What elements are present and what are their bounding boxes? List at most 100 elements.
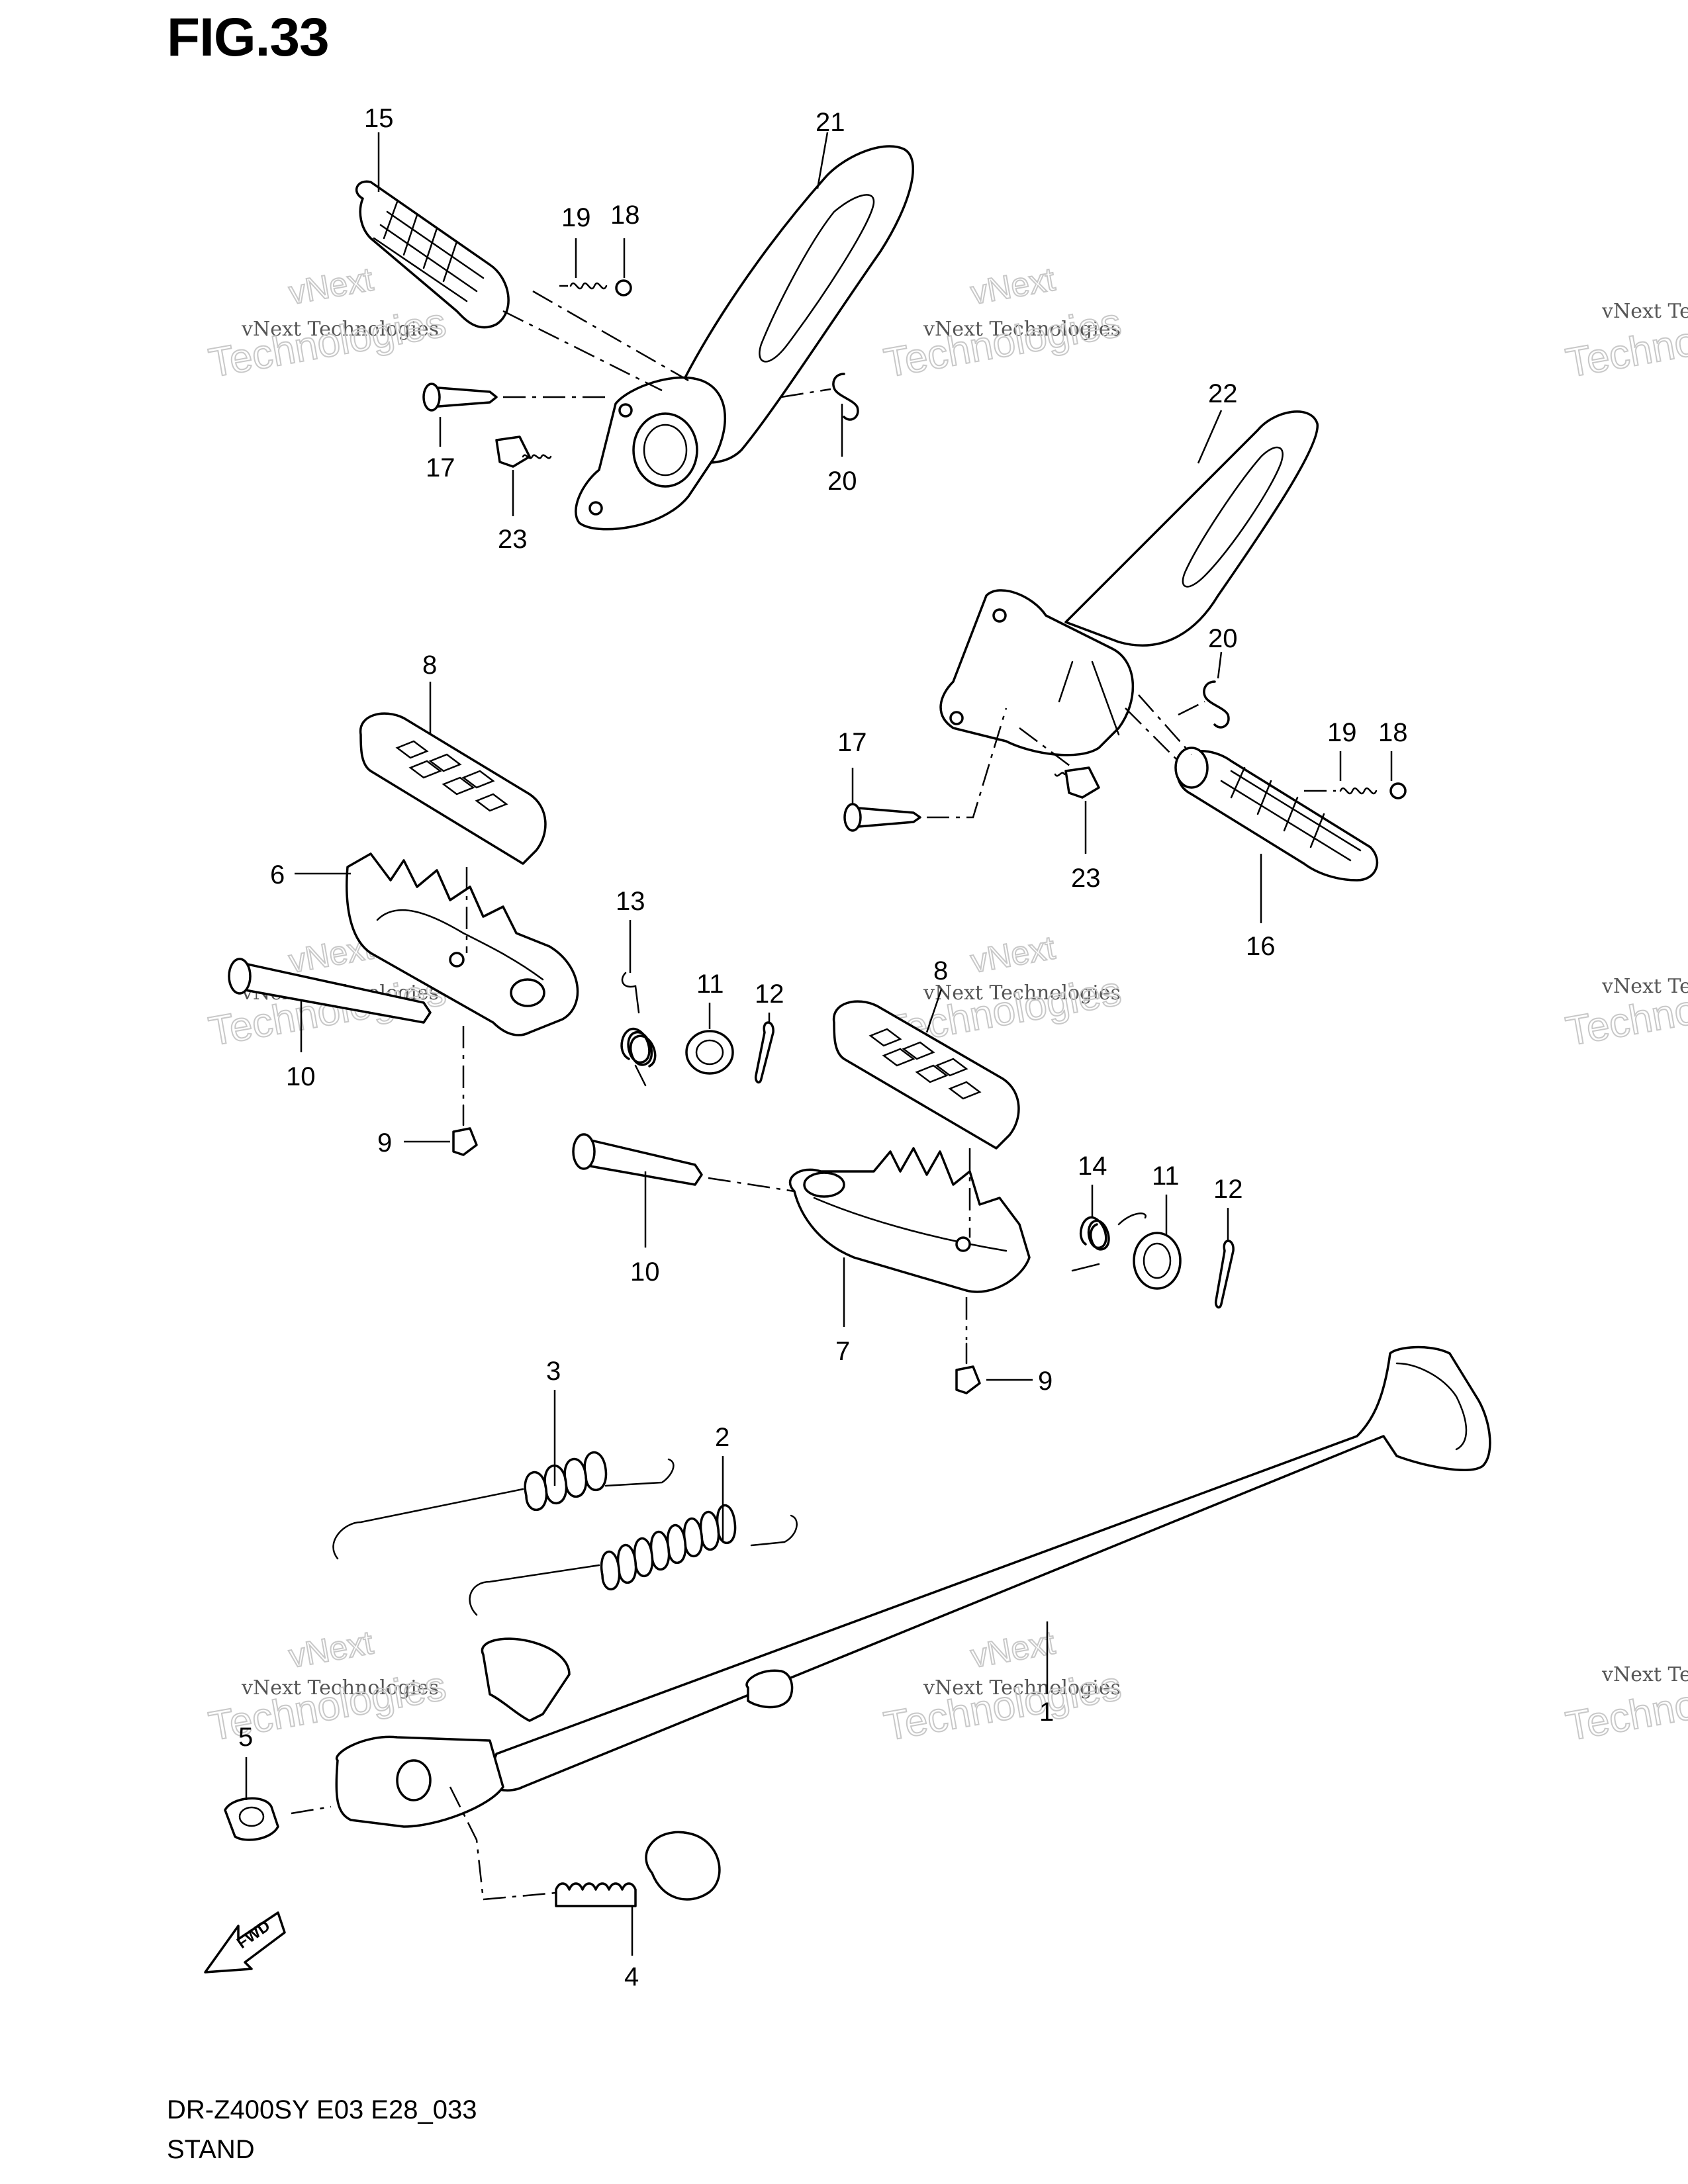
stand-tang [481,1637,571,1722]
leader-22 [1197,410,1223,464]
watermark-text: vNext Technologies [923,1676,1121,1700]
callout-12: 12 [755,979,784,1009]
footrest-grip-pattern [1220,766,1362,862]
return-spring-13-arm [621,972,640,1014]
callout-16: 16 [1246,932,1276,961]
callout-18: 18 [1378,718,1408,747]
rubber-block-pattern [868,1028,982,1100]
pillion-footrest-15 [355,180,510,329]
callout-14: 14 [1078,1152,1107,1181]
stand-spring-2-hooks [469,1514,798,1616]
assembly-line [708,1177,795,1193]
washer-11 [685,1030,734,1075]
footrest-spine [376,909,544,981]
footrest-pivot-eye [803,1171,845,1198]
callout-13: 13 [616,887,645,916]
bolt-23-thread [522,454,552,459]
footrest-hole [449,952,465,968]
callout-15: 15 [364,104,394,133]
pillion-bracket-22 [1064,410,1319,647]
assembly-line [291,1805,332,1815]
rider-footrest-7 [788,1147,1031,1293]
callout-10: 10 [630,1257,660,1287]
pillion-footrest-right-assembly [843,410,1407,882]
detent-ball-18 [1389,782,1407,799]
figure-title: FIG.33 [167,7,330,68]
pillion-footrest-left-assembly [355,145,914,531]
footrest-pivot-eye [510,978,545,1007]
e-clip-20 [832,373,859,421]
stand-bolt-4-head [645,1831,721,1901]
callout-1: 1 [1039,1698,1054,1727]
stand-spring-3 [524,1451,608,1512]
callout-20: 20 [1208,624,1238,653]
callout-8: 8 [422,651,437,680]
callout-10: 10 [286,1062,316,1091]
pivot-hole [396,1759,432,1801]
callout-23: 23 [498,525,528,554]
watermark-logo-text: Technologies [880,300,1124,387]
watermark-text: vNext Technologies [1601,1663,1688,1686]
pillion-bracket-21 [661,145,914,464]
watermark-text: vNext Technologies [923,318,1121,341]
section-name: STAND [167,2135,255,2164]
bracket-bore-inner [643,424,688,477]
return-spring-14-arm [1071,1212,1147,1272]
assembly-line [1125,707,1179,762]
watermark-group: vNext Technologies Technologies vNext vN… [205,259,1688,1750]
nut-5-hole [238,1806,265,1827]
callout-6: 6 [270,860,285,889]
spring-hook-boss [745,1669,794,1709]
washer-11-hole [1143,1242,1172,1279]
footrest-grip-pattern [373,201,485,302]
watermark-logo-text: vNext [286,1623,376,1674]
callout-8: 8 [933,956,948,985]
pivot-pin-head [572,1133,596,1170]
footrest-rubber-8 [832,1000,1020,1150]
pivot-pin-head [228,958,252,995]
stand-bolt-4-thread [555,1882,637,1907]
assembly-line [927,707,1008,819]
footrest-hole [955,1236,971,1252]
rider-footrest-left-assembly [228,712,774,1156]
stand-spring-2 [600,1504,737,1591]
bracket-hole [588,501,603,516]
detent-spring-19 [1339,787,1378,795]
callout-11: 11 [1152,1161,1180,1191]
callout-19: 19 [561,203,591,232]
assembly-line [1138,694,1192,755]
side-stand-1 [485,1345,1491,1792]
forward-direction-arrow: FWD [204,1911,286,1974]
leader-20b [1217,651,1223,679]
callout-9: 9 [1038,1367,1053,1396]
callout-4: 4 [624,1962,639,1991]
nut-5 [224,1797,279,1841]
pivot-pin-head [422,383,441,412]
watermark-text: vNext Technologies [923,981,1121,1005]
bolt-23-head [1064,766,1100,799]
watermark-logo-text: vNext [286,260,376,311]
bolt-9-head [955,1365,981,1394]
detent-spring-19 [569,282,608,290]
stand-spring-3-hooks [332,1458,675,1560]
return-spring-13 [620,1028,657,1068]
bracket-cutout [1182,446,1284,588]
bracket-cutout [759,194,875,363]
stand-foot-pad [1395,1362,1468,1451]
assembly-line [780,388,831,398]
bolt-9-head [452,1127,478,1156]
callout-2: 2 [715,1423,729,1452]
callout-23: 23 [1071,864,1101,893]
cotter-pin-12 [754,1021,774,1084]
side-stand-assembly [224,1345,1491,1907]
footrest-spine [813,1197,1008,1252]
callout-17: 17 [426,453,455,482]
detent-ball-18 [615,279,632,296]
bracket-hole [618,403,633,418]
bolt-23-thread [1054,772,1066,777]
callout-3: 3 [546,1357,561,1386]
watermark-logo-text: vNext [968,929,1058,979]
leader-lines [245,132,1393,1956]
